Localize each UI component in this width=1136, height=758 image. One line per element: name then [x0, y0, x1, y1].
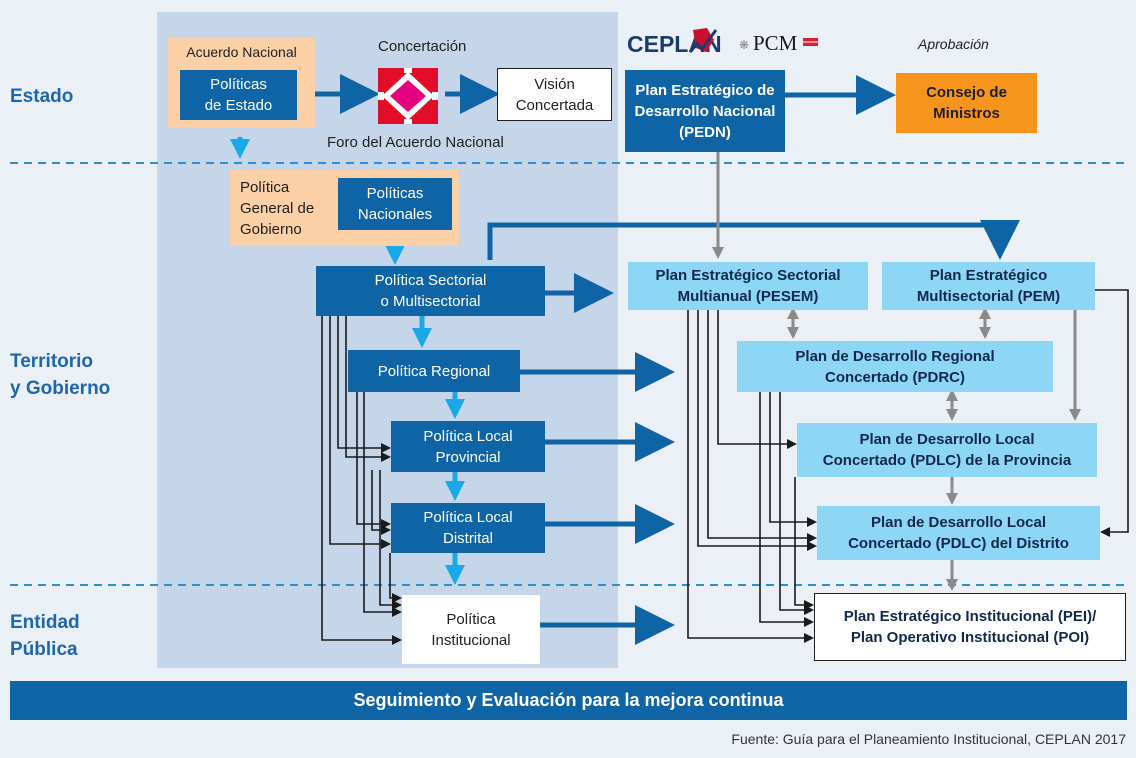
pei-poi-box: Plan Estratégico Institucional (PEI)/ Pl… — [814, 593, 1126, 661]
vision-line2: Concertada — [515, 96, 594, 114]
consejo-ministros-box: Consejo de Ministros — [896, 73, 1037, 133]
band-territorio-line2: y Gobierno — [10, 378, 111, 399]
main-flow-arrows — [315, 74, 1020, 645]
politica-local-provincial-box: Política Local Provincial — [391, 421, 545, 472]
nacionales-line2: Nacionales — [357, 206, 433, 223]
nacionales-line1: Políticas — [366, 185, 424, 202]
footer-banner: Seguimiento y Evaluación para la mejora … — [10, 681, 1127, 720]
pdlc-provincia-box: Plan de Desarrollo Local Concertado (PDL… — [797, 423, 1097, 477]
band-territorio: Territorio y Gobierno — [10, 348, 110, 402]
pdlc-prov-line2: Concertado (PDLC) de la Provincia — [822, 452, 1072, 469]
band-entidad-line1: Entidad — [10, 612, 80, 633]
local-dist-line2: Distrital — [442, 530, 493, 547]
pesem-line2: Multianual (PESEM) — [677, 288, 819, 305]
politica-sectorial-box: Política Sectorial o Multisectorial — [316, 266, 545, 316]
consejo-line2: Ministros — [933, 105, 1000, 122]
pcm-logo-text: PCM — [753, 31, 798, 55]
pedn-line2: Desarrollo Nacional — [634, 102, 776, 120]
pei-line2: Plan Operativo Institucional (POI) — [850, 629, 1090, 646]
pgg-line2: General de — [240, 199, 315, 217]
pem-line1: Plan Estratégico — [929, 267, 1048, 284]
pdlc-dist-line2: Concertado (PDLC) del Distrito — [848, 535, 1069, 552]
svg-text:❋: ❋ — [739, 38, 749, 52]
band-estado: Estado — [10, 83, 73, 110]
consejo-line1: Consejo de — [926, 84, 1007, 101]
vision-line1: Visión — [534, 75, 575, 93]
band-estado-label: Estado — [10, 86, 74, 107]
politica-local-distrital-box: Política Local Distrital — [391, 503, 545, 553]
pdrc-line1: Plan de Desarrollo Regional — [795, 347, 995, 365]
foro-label: Foro del Acuerdo Nacional — [327, 134, 504, 151]
footer-label: Seguimiento y Evaluación para la mejora … — [353, 690, 784, 710]
pem-box: Plan Estratégico Multisectorial (PEM) — [882, 262, 1095, 310]
pesem-line1: Plan Estratégico Sectorial — [655, 267, 841, 284]
pgg-line1: Política — [240, 178, 290, 196]
pedn-line3: (PEDN) — [679, 123, 731, 141]
politica-regional-box: Política Regional — [348, 350, 520, 392]
institucional-line1: Política — [446, 610, 496, 628]
pdrc-box: Plan de Desarrollo Regional Concertado (… — [737, 341, 1053, 392]
politicas-estado-box: Políticas de Estado — [180, 70, 297, 120]
pdrc-line2: Concertado (PDRC) — [824, 368, 965, 386]
vision-concertada-box: Visión Concertada — [497, 68, 612, 121]
ceplan-logo-mark: CEPLAN — [627, 28, 722, 57]
pedn-line1: Plan Estratégico de — [635, 81, 775, 99]
pedn-box: Plan Estratégico de Desarrollo Nacional … — [625, 70, 785, 152]
source-note: Fuente: Guía para el Planeamiento Instit… — [731, 731, 1126, 747]
pdlc-distrito-box: Plan de Desarrollo Local Concertado (PDL… — [817, 506, 1100, 560]
band-entidad: Entidad Pública — [10, 609, 80, 663]
cascade-arrows — [230, 137, 465, 585]
concertacion-label: Concertación — [378, 38, 467, 55]
pcm-logo-mark: ❋ PCM — [739, 31, 818, 55]
local-dist-line1: Política Local — [423, 509, 513, 526]
sectorial-line2: o Multisectorial — [380, 293, 481, 310]
pdlc-dist-line1: Plan de Desarrollo Local — [870, 514, 1047, 531]
politicas-estado-line2: de Estado — [204, 97, 273, 114]
gray-arrows — [712, 152, 1081, 591]
politicas-estado-line1: Políticas — [210, 76, 267, 93]
local-prov-line1: Política Local — [423, 427, 513, 445]
institucional-line2: Institucional — [431, 631, 511, 649]
pdlc-prov-line1: Plan de Desarrollo Local — [859, 431, 1035, 448]
local-prov-line2: Provincial — [435, 448, 501, 466]
acuerdo-nacional-label: Acuerdo Nacional — [186, 44, 297, 60]
regional-label: Política Regional — [377, 362, 491, 380]
pgg-line3: Gobierno — [240, 220, 302, 238]
band-entidad-line2: Pública — [10, 639, 78, 660]
foro-logo — [378, 68, 438, 124]
band-territorio-line1: Territorio — [10, 351, 94, 372]
policy-connectors — [321, 316, 402, 645]
politicas-nacionales-box: Políticas Nacionales — [338, 178, 452, 230]
pesem-box: Plan Estratégico Sectorial Multianual (P… — [628, 262, 868, 310]
plan-connectors — [687, 289, 1129, 643]
pem-line2: Multisectorial (PEM) — [916, 288, 1061, 305]
politica-institucional-box: Política Institucional — [402, 595, 540, 664]
aprobacion-label: Aprobación — [918, 36, 989, 52]
sectorial-line1: Política Sectorial — [374, 272, 487, 289]
pei-line1: Plan Estratégico Institucional (PEI)/ — [843, 608, 1097, 625]
